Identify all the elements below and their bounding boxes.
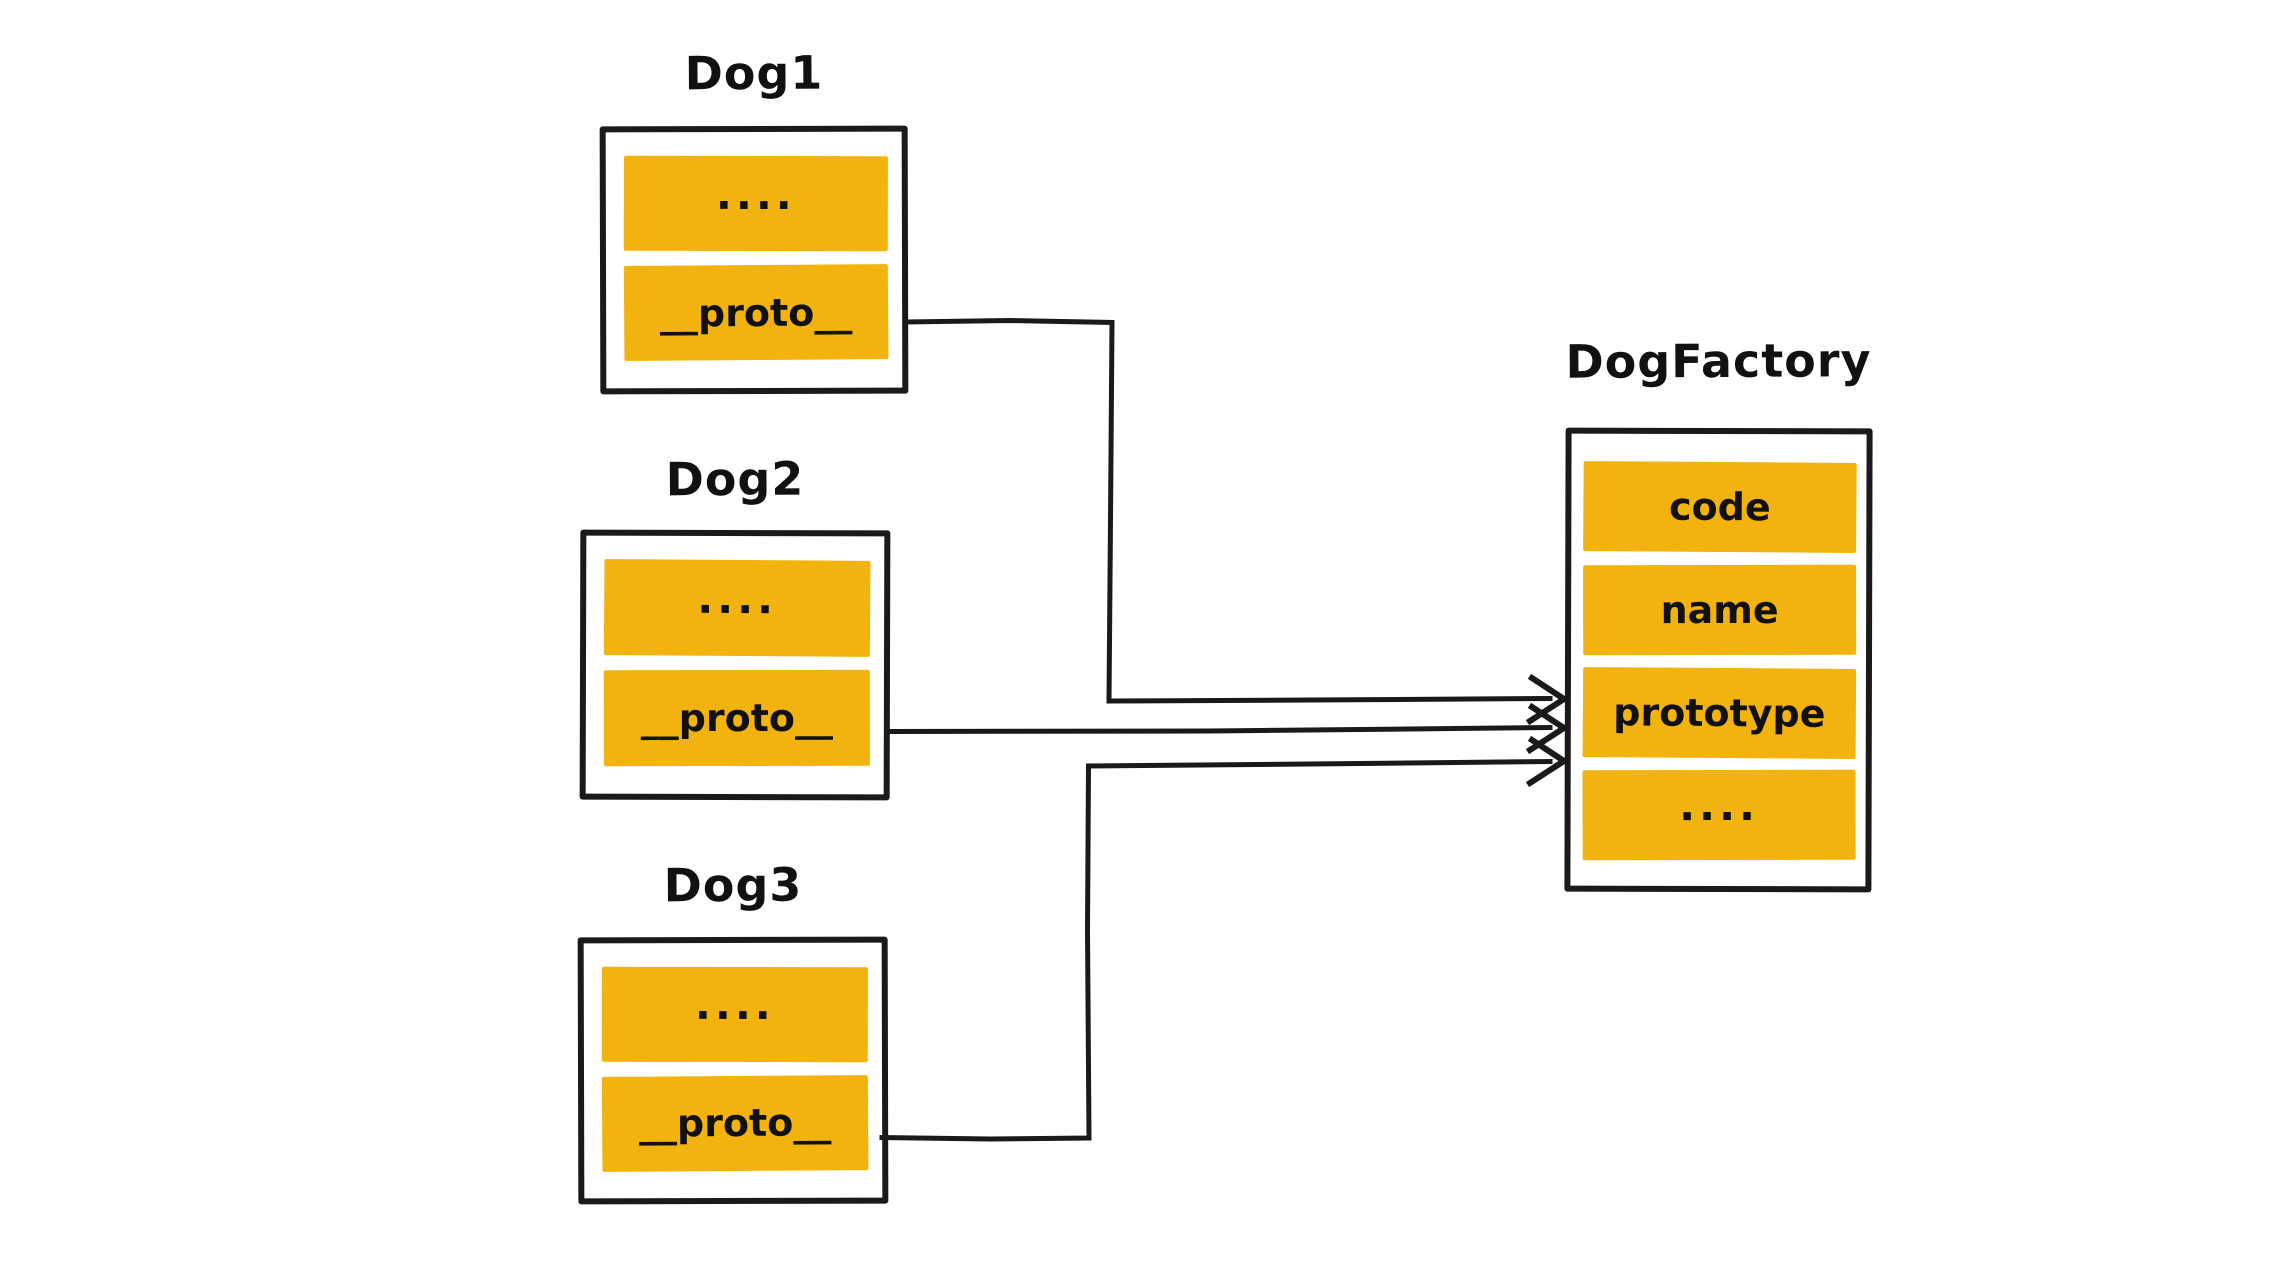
node-title-dog1: Dog1	[684, 45, 824, 101]
field-cell-dog3-dots: ....	[601, 966, 868, 1062]
node-title-dogfactory: DogFactory	[1565, 333, 1872, 389]
field-cell-dogfactory-prototype: prototype	[1582, 666, 1857, 759]
edge-dog1-proto-to-prototype	[903, 317, 1553, 704]
field-cell-dogfactory-dots: ....	[1582, 770, 1856, 861]
arrowhead-dog2	[1525, 702, 1570, 755]
field-label: __proto__	[640, 695, 834, 741]
field-label: ....	[1679, 781, 1760, 831]
edge-dog3-proto-to-prototype	[879, 758, 1553, 1142]
field-label: __proto__	[659, 289, 853, 336]
field-label: ....	[694, 980, 775, 1030]
field-cell-dogfactory-name: name	[1583, 564, 1857, 655]
field-cell-dogfactory-code: code	[1583, 461, 1857, 553]
node-title-dog2: Dog2	[665, 451, 805, 507]
field-label: ....	[697, 573, 778, 624]
edge-dog2-proto-to-prototype	[885, 724, 1553, 735]
field-cell-dog1-proto: __proto__	[623, 264, 889, 361]
field-label: __proto__	[638, 1100, 832, 1146]
node-box-dog2: .... __proto__	[579, 529, 891, 801]
field-label: prototype	[1613, 689, 1826, 736]
arrowhead-dog3	[1525, 735, 1570, 788]
node-box-dog1: .... __proto__	[599, 125, 909, 395]
field-label: name	[1660, 587, 1779, 632]
field-cell-dog3-proto: __proto__	[601, 1074, 869, 1171]
field-cell-dog1-dots: ....	[623, 155, 888, 252]
node-box-dogfactory: code name prototype ....	[1564, 427, 1873, 893]
node-box-dog3: .... __proto__	[577, 936, 889, 1205]
arrowhead-dog1	[1525, 673, 1570, 726]
field-label: ....	[715, 169, 796, 219]
field-label: code	[1668, 484, 1771, 530]
node-title-dog3: Dog3	[663, 857, 803, 913]
field-cell-dog2-dots: ....	[603, 559, 871, 657]
field-cell-dog2-proto: __proto__	[603, 669, 870, 767]
